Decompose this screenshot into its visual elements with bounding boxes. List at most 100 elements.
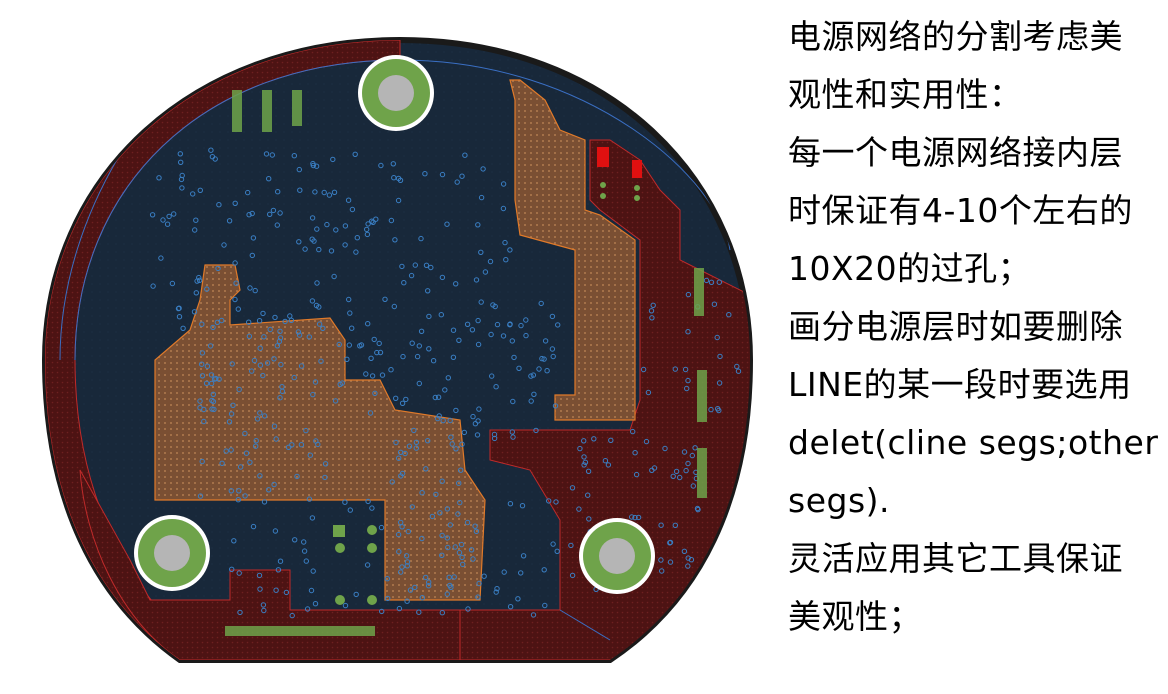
via	[489, 373, 495, 379]
via	[345, 197, 352, 203]
via	[204, 286, 210, 292]
via	[228, 488, 235, 494]
via	[711, 301, 718, 307]
via	[399, 564, 405, 570]
via	[475, 341, 482, 348]
via	[468, 547, 475, 553]
via	[404, 598, 410, 604]
via	[397, 177, 404, 184]
via	[237, 464, 244, 470]
via	[673, 468, 680, 475]
via	[316, 246, 322, 253]
via	[171, 211, 177, 217]
via	[242, 493, 248, 499]
via	[456, 549, 463, 556]
via	[507, 501, 514, 507]
via	[253, 438, 259, 444]
via	[367, 410, 374, 416]
via	[368, 355, 374, 361]
via	[267, 211, 273, 218]
via	[419, 490, 425, 496]
via	[507, 247, 513, 253]
via	[324, 221, 330, 228]
via	[422, 171, 428, 177]
via	[404, 563, 410, 569]
note-line: segs).	[788, 481, 890, 520]
via	[531, 391, 537, 397]
via	[695, 506, 701, 513]
via	[402, 450, 408, 457]
via	[219, 317, 225, 324]
via	[708, 406, 714, 413]
via	[179, 172, 185, 179]
via	[456, 337, 462, 343]
via	[235, 306, 242, 312]
via	[533, 427, 539, 434]
via	[541, 356, 547, 362]
via	[209, 406, 215, 412]
via	[307, 452, 313, 458]
via	[236, 488, 242, 494]
via	[528, 398, 534, 404]
via	[306, 334, 312, 340]
via	[310, 568, 316, 574]
via	[523, 317, 529, 323]
via	[416, 343, 422, 349]
via	[423, 466, 429, 472]
via	[149, 212, 156, 218]
via	[426, 346, 432, 352]
via	[306, 496, 313, 502]
via	[470, 556, 476, 562]
via	[550, 541, 556, 547]
via	[418, 328, 425, 334]
via	[365, 321, 371, 327]
via	[365, 221, 371, 227]
via	[391, 175, 397, 181]
via	[459, 441, 465, 447]
via	[291, 374, 297, 381]
via	[221, 242, 227, 248]
via	[310, 162, 316, 169]
via	[530, 612, 537, 618]
via	[321, 189, 327, 196]
via	[246, 319, 252, 325]
via	[232, 296, 238, 303]
via	[322, 474, 328, 481]
via	[510, 434, 516, 440]
via	[507, 322, 513, 328]
via	[296, 166, 302, 173]
via	[177, 151, 184, 157]
via	[515, 596, 521, 602]
via	[275, 567, 282, 573]
via	[247, 285, 253, 291]
via	[256, 318, 263, 324]
via	[226, 218, 233, 224]
via	[423, 574, 429, 581]
via	[297, 187, 303, 193]
via	[192, 227, 198, 233]
via	[250, 523, 257, 530]
via	[208, 147, 214, 153]
via-field	[149, 147, 742, 619]
via	[249, 210, 255, 217]
via	[246, 212, 252, 218]
via	[685, 563, 691, 569]
via	[474, 432, 481, 438]
via	[717, 353, 723, 360]
via	[488, 331, 494, 338]
via	[672, 366, 678, 372]
via	[439, 532, 445, 539]
via	[302, 246, 308, 252]
via	[507, 604, 514, 610]
via	[247, 459, 253, 465]
via	[494, 586, 500, 592]
via	[491, 435, 498, 442]
via	[201, 406, 207, 413]
via	[249, 252, 256, 259]
power-region-right	[459, 139, 750, 660]
via	[409, 340, 415, 346]
via	[677, 474, 683, 481]
via	[395, 531, 402, 538]
via	[672, 522, 678, 528]
via	[296, 239, 302, 245]
